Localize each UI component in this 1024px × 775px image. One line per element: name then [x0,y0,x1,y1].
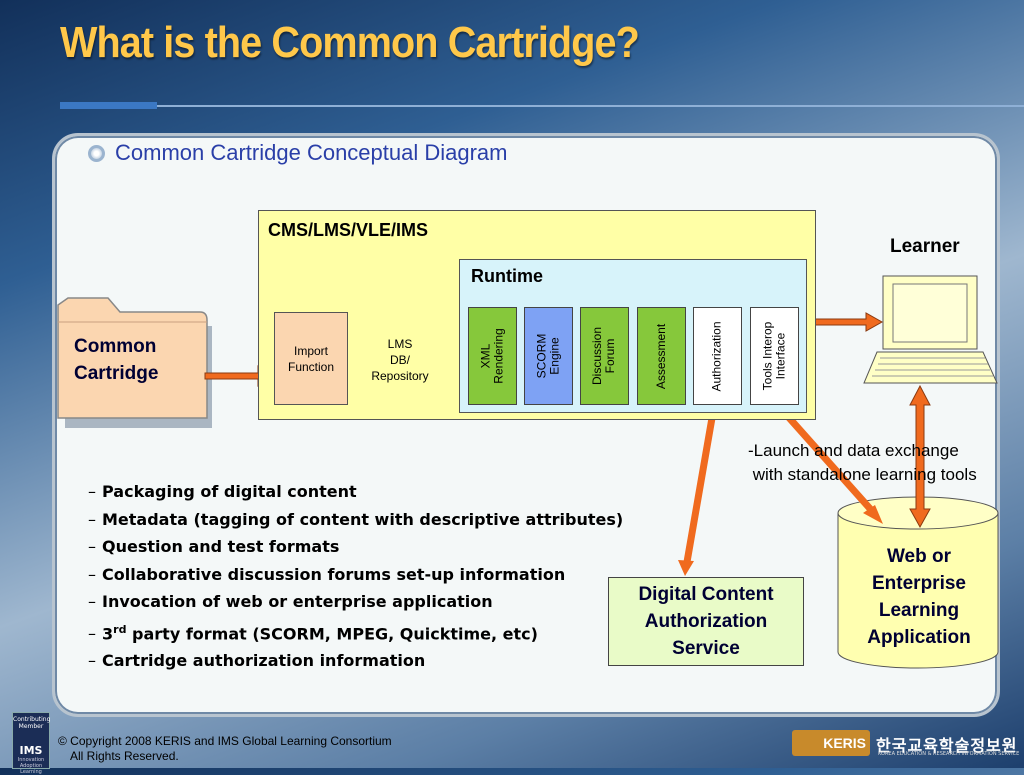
keris-korean-name: 한국교육학술정보원 [876,736,1018,755]
module-label: Discussion Forum [590,326,618,386]
module-assessment: Assessment [637,307,686,405]
common-cartridge-folder-icon [57,297,212,428]
module-scorm-engine: SCORM Engine [524,307,573,405]
list-item-text: Invocation of web or enterprise applicat… [102,592,493,611]
list-item: –Collaborative discussion forums set-up … [88,561,623,589]
module-tools-interop: Tools Interop Interface [750,307,799,405]
slide-subtitle: Common Cartridge Conceptual Diagram [115,140,508,165]
ims-logo-sub-text: Innovation Adoption Learning [17,757,45,775]
list-item: –Question and test formats [88,533,623,561]
web-app-label: Web or Enterprise Learning Application [867,546,971,648]
module-label: Authorization [710,320,725,392]
copyright-line1: © Copyright 2008 KERIS and IMS Global Le… [58,734,392,748]
keris-english-name: KOREA EDUCATION & RESEARCH INFORMATION S… [878,751,1020,757]
list-item: –Invocation of web or enterprise applica… [88,588,623,616]
slide-title: What is the Common Cartridge? [60,18,640,67]
module-discussion-forum: Discussion Forum [580,307,629,405]
module-label: XML Rendering [478,328,506,384]
dca-service-box: Digital Content Authorization Service [608,577,804,666]
module-label: Tools Interop Interface [760,321,788,391]
ims-logo-text: IMS [19,744,43,757]
list-item: –Cartridge authorization information [88,647,623,675]
import-function-box: Import Function [274,312,348,405]
dca-service-label: Digital Content Authorization Service [638,584,774,659]
list-item: –3rd party format (SCORM, MPEG, Quicktim… [88,616,623,648]
dash: – [88,651,96,671]
lms-db-label: LMS DB/ Repository [371,337,429,383]
bullet-ring-icon [88,144,105,162]
list-item: –Metadata (tagging of content with descr… [88,506,623,534]
title-underline [157,105,1024,107]
list-item-text: Cartridge authorization information [102,651,426,671]
feature-list: –Packaging of digital content –Metadata … [88,478,623,675]
dash: – [88,592,96,611]
dash: – [88,482,96,501]
arrow-authorization-to-dca [678,404,721,576]
copyright-notice: © Copyright 2008 KERIS and IMS Global Le… [58,734,392,764]
learner-label: Learner [890,236,960,257]
dash: – [88,509,96,529]
module-label: Assessment [654,323,669,389]
module-label: SCORM Engine [534,333,562,379]
list-item-text: Packaging of digital content [102,482,357,501]
ims-logo-top-text: Contributing Member [13,716,51,730]
learner-laptop-icon [863,275,998,384]
import-function-label: Import Function [287,343,335,374]
module-authorization: Authorization [693,307,742,405]
list-item-text: Collaborative discussion forums set-up i… [102,564,566,584]
list-item: –Packaging of digital content [88,478,623,506]
ims-member-logo: Contributing Member IMS Innovation Adopt… [12,712,51,775]
list-item-text: Metadata (tagging of content with descri… [102,509,624,529]
arrow-laptop-to-webapp [909,384,931,529]
cms-label: CMS/LMS/VLE/IMS [268,220,429,240]
title-accent-bar [60,102,157,109]
list-item-superscript: rd [113,622,127,636]
runtime-container [459,259,807,413]
list-item-text-prefix: 3 [102,623,114,643]
list-item-text-rest: party format (SCORM, MPEG, Quicktime, et… [126,623,538,643]
launch-exchange-note: -Launch and data exchange with standalon… [748,441,977,484]
dash: – [88,623,96,643]
runtime-label: Runtime [471,266,543,286]
keris-logo: KERIS [792,730,870,756]
module-xml-rendering: XML Rendering [468,307,517,405]
dash: – [88,564,96,584]
common-cartridge-label: Common Cartridge [74,336,159,384]
copyright-line2: All Rights Reserved. [70,749,179,763]
list-item-text: Question and test formats [102,537,340,556]
dash: – [88,537,96,556]
subtitle-row: Common Cartridge Conceptual Diagram [88,140,508,166]
keris-logo-text: KERIS [823,735,866,751]
